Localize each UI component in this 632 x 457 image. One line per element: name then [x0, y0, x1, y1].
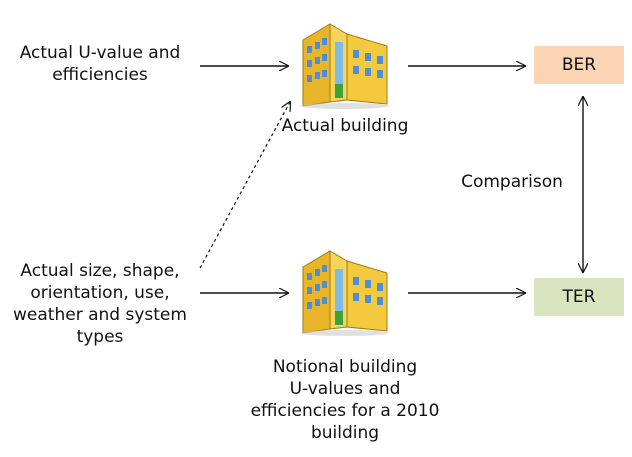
input-uvalue-line-2: efficiencies — [52, 65, 148, 85]
arrow-size-to-actual-dashed — [199, 102, 290, 269]
comparison-label: Comparison — [461, 172, 563, 192]
input-uvalue-line-1: Actual U-value and — [19, 43, 181, 63]
ter-box: TER — [534, 278, 624, 316]
input-size-line-2: orientation, use, — [30, 283, 170, 303]
notional-building-text: Notional building U-values and efficienc… — [230, 356, 460, 444]
ter-label: TER — [562, 287, 596, 307]
input-uvalue-text: Actual U-value and efficiencies — [5, 42, 195, 86]
input-size-text: Actual size, shape, orientation, use, we… — [5, 260, 195, 348]
ber-box: BER — [534, 46, 624, 84]
actual-building-icon — [301, 23, 389, 109]
notional-building-icon — [301, 250, 389, 336]
input-size-line-4: types — [76, 327, 124, 347]
notional-building-line-4: building — [310, 423, 380, 443]
input-size-line-3: weather and system — [13, 305, 187, 325]
notional-building-line-1: Notional building — [272, 357, 418, 377]
input-size-line-1: Actual size, shape, — [20, 261, 180, 281]
notional-building-line-3: efficiencies for a 2010 — [250, 401, 440, 421]
notional-building-line-2: U-values and — [289, 379, 401, 399]
actual-building-label: Actual building — [281, 116, 409, 136]
ber-label: BER — [561, 55, 597, 75]
